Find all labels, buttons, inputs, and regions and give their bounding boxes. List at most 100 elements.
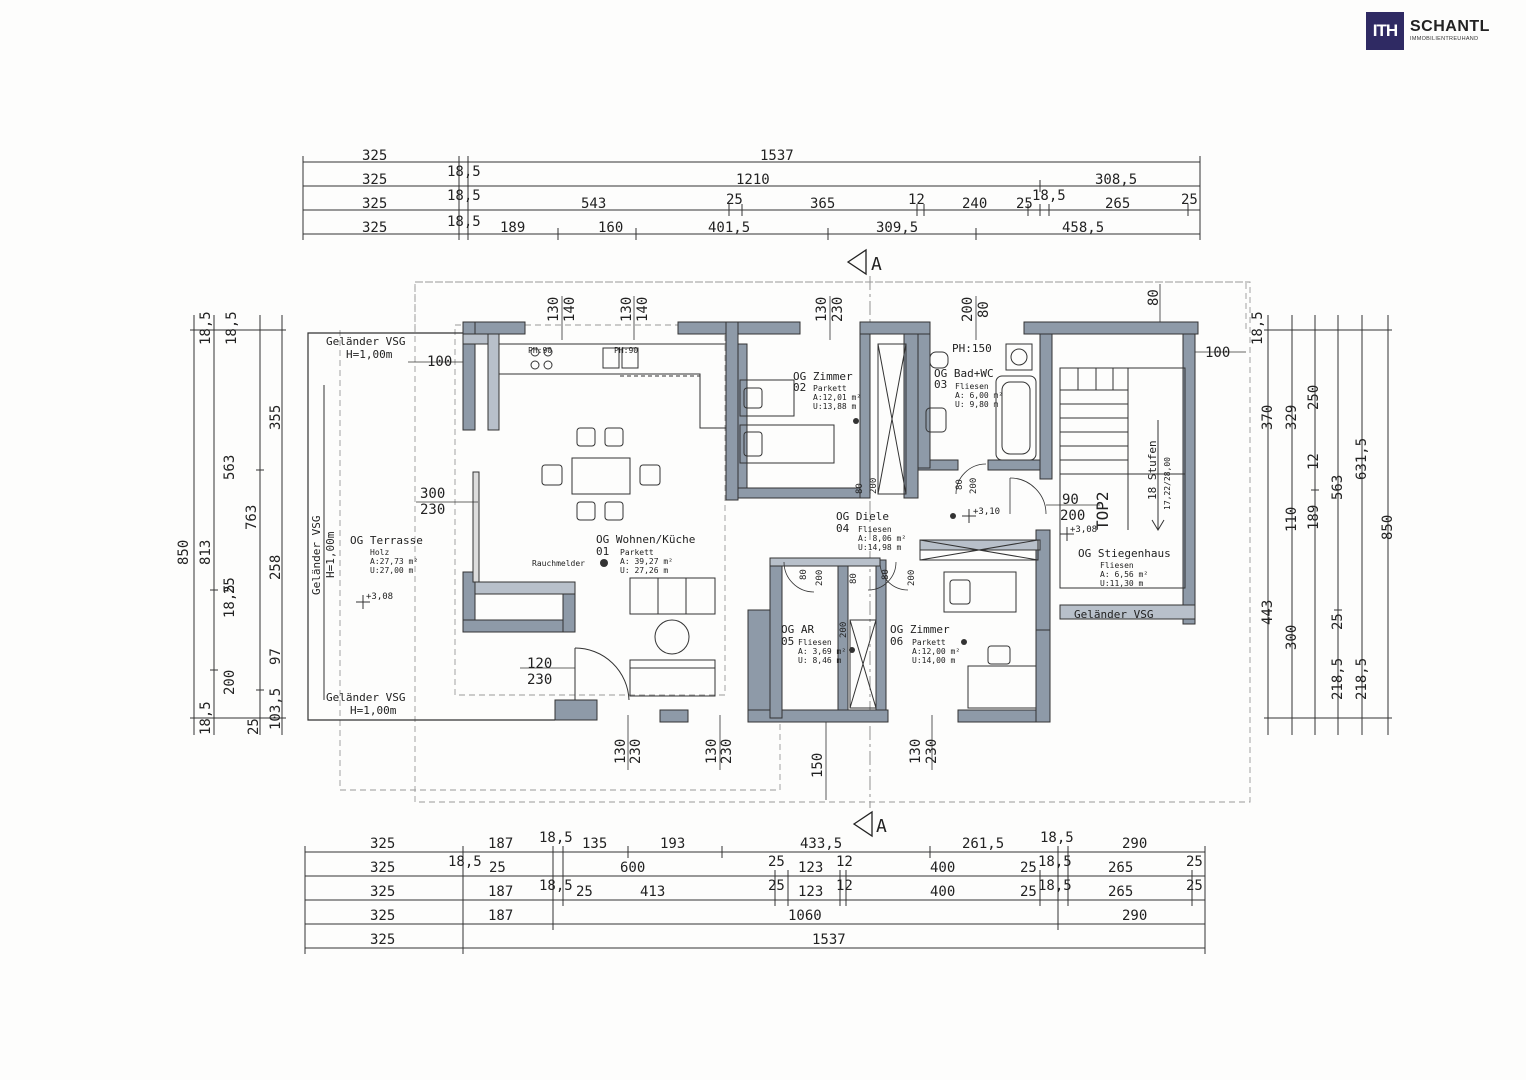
room-number: 06: [890, 635, 903, 648]
ph90-label: PH:90: [614, 346, 638, 355]
dim-text: 18,5: [1040, 830, 1074, 846]
section-label: A: [871, 254, 882, 275]
dim-text: 100: [1205, 345, 1230, 361]
dim-text: 25: [768, 878, 785, 894]
bathroom-fixtures: [925, 343, 1037, 461]
dim-text: 401,5: [708, 220, 750, 236]
dashed-outlines: [339, 281, 1251, 803]
dim-text: 325: [370, 884, 395, 900]
dim-text: 325: [362, 220, 387, 236]
dim-text: 130: [908, 739, 924, 764]
dim-text: 200: [907, 570, 917, 586]
level-text: +3,08: [1070, 525, 1097, 535]
dim-text: 200: [869, 478, 879, 494]
terrace: [307, 332, 555, 721]
dim-text: 563: [222, 455, 238, 480]
dim-text: 230: [628, 739, 644, 764]
dim-text: 200: [1060, 508, 1085, 524]
dim-text: 25: [1186, 878, 1203, 894]
dim-text: 25: [768, 854, 785, 870]
railing-label: Geländer VSG: [1074, 608, 1153, 621]
dim-text: 135: [582, 836, 607, 852]
staircase: [1059, 367, 1186, 589]
section-label: A: [876, 816, 887, 837]
railing-height: H=1,00m: [324, 531, 337, 578]
level-text: +3,08: [366, 592, 393, 602]
dim-text: 150: [810, 753, 826, 778]
stairs-count: 18 Stufen: [1146, 440, 1159, 500]
dim-text: 80: [855, 483, 865, 494]
railing-height: H=1,00m: [346, 348, 393, 361]
room-area: A: 6,56 m²: [1100, 570, 1148, 579]
dim-text: 400: [930, 884, 955, 900]
level-text: +3,10: [973, 507, 1000, 517]
room-ar-label: OG AR 05 Fliesen A: 3,69 m² U: 8,46 m: [781, 623, 846, 665]
dim-text: 18,5: [1032, 188, 1066, 204]
smoke-detector-icon: [600, 559, 608, 567]
dim-text: 110: [1284, 507, 1300, 532]
dim-text: 120: [527, 656, 552, 672]
dim-text: 600: [620, 860, 645, 876]
dim-text: 18,5: [447, 164, 481, 180]
dim-text: 813: [198, 540, 214, 565]
room-number: 05: [781, 635, 794, 648]
dim-text: 200: [839, 622, 849, 638]
room-floor: Fliesen: [955, 382, 989, 391]
top-dimension-chains: [302, 156, 1201, 240]
logo-subtitle: IMMOBILIENTREUHAND: [1410, 36, 1479, 43]
dim-text: 261,5: [962, 836, 1004, 852]
dim-text: 631,5: [1354, 438, 1370, 480]
dim-text: 12: [1306, 453, 1322, 470]
wardrobe: [849, 343, 1039, 709]
dim-text: 25: [489, 860, 506, 876]
dim-text: 230: [527, 672, 552, 688]
dim-text: 80: [955, 479, 965, 490]
dim-text: 265: [1108, 860, 1133, 876]
room-name: OG Diele: [836, 510, 889, 523]
dim-text: 230: [420, 502, 445, 518]
room-area: A:12,00 m²: [912, 647, 960, 656]
right-dimension-chains: [1264, 315, 1392, 735]
smoke-detector-label: Rauchmelder: [532, 559, 585, 568]
room-perimeter: U:11,30 m: [1100, 579, 1144, 588]
dim-text: 189: [500, 220, 525, 236]
dim-text: 25: [1020, 860, 1037, 876]
stairs-ratio: 17,22/28,00: [1163, 457, 1172, 510]
room-bad-label: OG Bad+WC 03 Fliesen A: 6,00 m² U: 9,80 …: [934, 367, 1003, 409]
dim-text: 140: [635, 297, 651, 322]
railing-label: Geländer VSG: [326, 691, 405, 704]
company-logo: ITH SCHANTL IMMOBILIENTREUHAND: [1366, 12, 1512, 50]
dim-text: 230: [719, 739, 735, 764]
dim-text: 413: [640, 884, 665, 900]
room-floor: Fliesen: [858, 525, 892, 534]
dim-text: 90: [1062, 492, 1079, 508]
dim-text: 80: [849, 573, 859, 584]
dim-text: 763: [244, 505, 260, 530]
room-floor: Holz: [370, 548, 389, 557]
opening-dimensions: [408, 284, 1246, 800]
bottom-dimension-chains: [304, 846, 1206, 954]
dim-text: 12: [836, 878, 853, 894]
dim-text: 258: [268, 555, 284, 580]
dim-text: 355: [268, 405, 284, 430]
dim-text: 230: [924, 739, 940, 764]
room-area: A:27,73 m²: [370, 557, 418, 566]
dim-text: 18,5: [1250, 311, 1266, 345]
room-diele-label: OG Diele 04 Fliesen A: 8,06 m² U:14,98 m: [836, 510, 906, 552]
room-stiegenhaus-label: OG Stiegenhaus Fliesen A: 6,56 m² U:11,3…: [1078, 547, 1171, 588]
dim-text: 25: [1181, 192, 1198, 208]
dim-text: 130: [613, 739, 629, 764]
dim-text: 240: [962, 196, 987, 212]
dim-text: 200: [815, 570, 825, 586]
level-marker-stair: +3,08: [1060, 525, 1097, 541]
dim-text: 97: [268, 648, 284, 665]
dim-text: 18,5: [198, 701, 214, 735]
dim-text: 400: [930, 860, 955, 876]
room-number: 02: [793, 381, 806, 394]
right-dimension-texts: 850 631,5 563 443 370 329 250 300 218,5 …: [1250, 311, 1396, 700]
dim-text: 103,5: [268, 688, 284, 730]
dim-text: 18,5: [224, 311, 240, 345]
dim-text: 200: [960, 297, 976, 322]
dim-text: 230: [830, 297, 846, 322]
top-dimension-texts: 325 18,5 1537 325 18,5 1210 308,5 325 18…: [362, 148, 1198, 236]
